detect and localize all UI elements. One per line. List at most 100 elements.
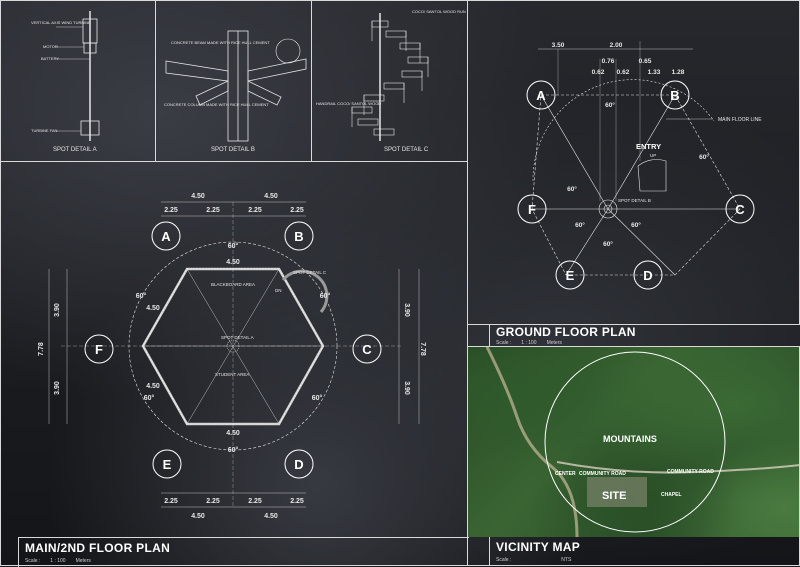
label-handrail: HANDRAIL COCO/ SANTOL WOOD (316, 101, 381, 106)
main-dim-bottom-2: 4.50 (264, 513, 278, 520)
beam-front-left (195, 80, 229, 106)
main-angle-right-top: 60° (320, 292, 331, 300)
spot-c-label: SPOT DETAIL C (293, 270, 327, 275)
room-student: STUDENT AREA (215, 372, 249, 377)
main-dim-top-sub-4: 2.25 (290, 207, 304, 214)
ground-plan-panel: A B C D E F 3.50 2.00 0.76 0.65 0.62 0.6… (467, 0, 800, 325)
main-dim-left-1: 3.90 (54, 303, 61, 317)
ground-label-f: F (528, 202, 536, 217)
spot-b-label: SPOT DETAIL B (618, 198, 651, 203)
main-node-c (352, 334, 382, 364)
main-side-dim-left: 4.50 (146, 305, 160, 312)
ground-dim-4: 0.65 (639, 58, 652, 65)
main-plan-title: MAIN/2ND FLOOR PLAN (25, 541, 171, 555)
main-dim-bottom-sub-2: 2.25 (206, 498, 220, 505)
ground-dim-8: 1.28 (672, 69, 685, 76)
main-dim-top-1: 4.50 (191, 193, 205, 200)
main-dim-bottom-sub-1: 2.25 (164, 498, 178, 505)
main-label-d: D (294, 457, 303, 472)
map-label-site: SITE (602, 490, 626, 502)
ground-label-b: B (670, 88, 679, 103)
main-dim-right-1: 3.90 (403, 303, 410, 317)
main-inner-bottom: 4.50 (226, 430, 240, 437)
ground-label-a: A (536, 88, 546, 103)
ground-dim-6: 0.62 (617, 69, 630, 76)
ground-dim-2: 2.00 (610, 42, 623, 49)
ground-label-e: E (566, 268, 575, 283)
entry-label: ENTRY (636, 142, 661, 151)
main-dim-bottom-1: 4.50 (191, 513, 205, 520)
ground-dim-1: 3.50 (552, 42, 565, 49)
main-angle-left-top: 60° (136, 292, 147, 300)
detail-c-drawing: COCO/ SANTOL WOOD RUN HANDRAIL COCO/ SAN… (316, 9, 466, 153)
detail-c-panel: COCO/ SANTOL WOOD RUN HANDRAIL COCO/ SAN… (311, 0, 468, 162)
ground-angle-upper-left: 60° (567, 185, 577, 193)
ground-dim-3: 0.76 (602, 58, 615, 65)
map-label-mountains: MOUNTAINS (603, 434, 657, 444)
map-label-chapel: CHAPEL (661, 492, 682, 498)
main-side-dim-left-bottom: 4.50 (146, 383, 160, 390)
main-angle-right-bottom: 60° (312, 394, 323, 402)
beam-right (247, 58, 307, 82)
vicinity-title: VICINITY MAP (496, 540, 581, 554)
map-river (485, 347, 579, 537)
main-label-b: B (294, 229, 303, 244)
label-turbine: VERTICAL AXIS WIND TURBINE (31, 20, 91, 25)
main-dim-left-2: 3.90 (54, 381, 61, 395)
map-label-road-2: COMMUNITY ROAD (667, 469, 714, 475)
ground-angle-bottom: 60° (603, 240, 613, 248)
map-label-center: CENTER (555, 471, 576, 477)
ground-angle-top: 60° (605, 101, 615, 109)
entry-stair-shape (637, 159, 667, 192)
detail-c-title: SPOT DETAIL C (384, 147, 429, 153)
motor-shape (83, 42, 97, 54)
detail-a-panel: VERTICAL AXIS WIND TURBINE MOTOR BATTERY… (0, 0, 156, 162)
ground-plan-title: GROUND FLOOR PLAN (496, 325, 636, 339)
main-dim-top-sub-1: 2.25 (164, 207, 178, 214)
ground-node-e (555, 260, 585, 290)
detail-b-drawing: CONCRETE BEAM MADE WITH RICE HULL CEMENT… (164, 30, 307, 153)
room-blackboard: BLACKBOARD AREA (211, 282, 255, 287)
vicinity-title-bar: VICINITY MAP Scale :NTS (489, 537, 800, 566)
main-dim-bottom-sub-4: 2.25 (290, 498, 304, 505)
ground-node-a (526, 80, 556, 110)
main-dim-right-total: 7.78 (419, 342, 426, 356)
main-dim-right-2: 3.90 (403, 381, 410, 395)
label-battery: BATTERY (41, 56, 59, 61)
label-turbine-fan: TURBINE FAN (31, 128, 58, 133)
ground-node-c (725, 194, 755, 224)
main-plan-drawing: A B C D E F 4.50 4.50 2.25 2.25 2.25 2.2… (38, 193, 426, 520)
vicinity-panel-frame (467, 346, 800, 566)
map-road (556, 461, 800, 474)
ground-plan-drawing: A B C D E F 3.50 2.00 0.76 0.65 0.62 0.6… (517, 41, 762, 290)
ground-node-d (633, 260, 663, 290)
ground-hexagon (531, 94, 741, 276)
up-label: UP (650, 153, 656, 158)
vicinity-map: MOUNTAINS SITE COMMUNITY ROAD COMMUNITY … (467, 347, 800, 537)
beam-front-right (247, 80, 282, 106)
detail-a-drawing: VERTICAL AXIS WIND TURBINE MOTOR BATTERY… (31, 11, 100, 153)
main-inner-top: 4.50 (226, 259, 240, 266)
detail-b-title: SPOT DETAIL B (211, 147, 255, 153)
detail-b-panel: CONCRETE BEAM MADE WITH RICE HULL CEMENT… (155, 0, 312, 162)
map-radius-circle (544, 351, 726, 533)
ground-angle-arc: 60° (699, 153, 709, 161)
label-concrete-column: CONCRETE COLUMN MADE WITH RICE HULL CEME… (164, 102, 269, 107)
map-label-road-1: COMMUNITY ROAD (579, 471, 626, 477)
main-dim-bottom-sub-3: 2.25 (248, 498, 262, 505)
beam-left (165, 60, 229, 82)
label-wood-run: COCO/ SANTOL WOOD RUN (412, 9, 466, 14)
main-label-a: A (161, 229, 171, 244)
main-label-c: C (362, 342, 372, 357)
spiral-stair-plan (281, 269, 329, 313)
main-node-f (84, 334, 114, 364)
beam-detail-circle (275, 38, 301, 64)
label-concrete-beam: CONCRETE BEAM MADE WITH RICE HULL CEMENT (171, 40, 270, 45)
dn-label: DN (275, 288, 282, 293)
label-motor: MOTOR (43, 44, 58, 49)
main-angle-top: 60° (228, 242, 239, 250)
